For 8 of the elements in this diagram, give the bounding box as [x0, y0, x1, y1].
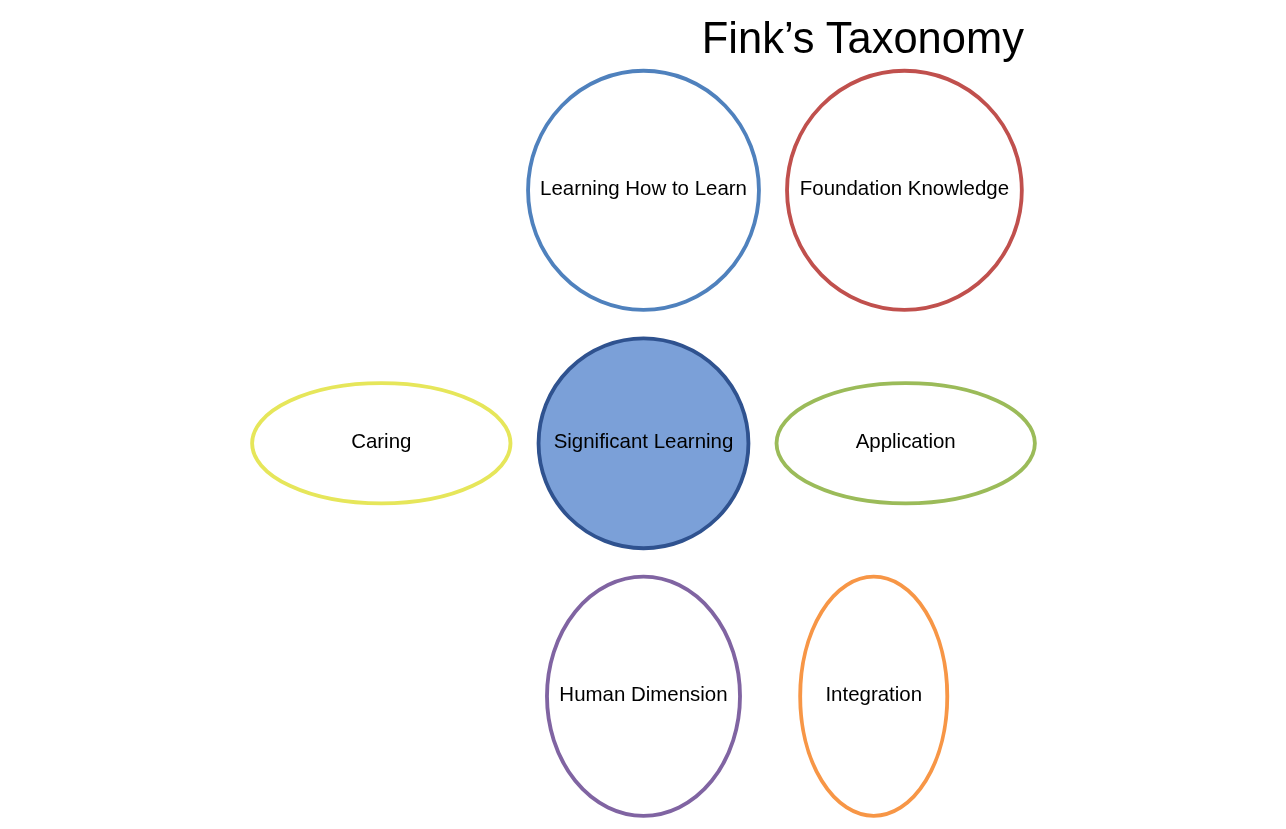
diagram-title: Fink’s Taxonomy — [701, 14, 1024, 63]
node-ellipse: Human Dimension — [544, 574, 742, 818]
node-circle: Learning How to Learn — [525, 68, 761, 312]
node-circle: Foundation Knowledge — [784, 68, 1024, 312]
node-circle: Significant Learning — [536, 336, 750, 551]
node-ellipse: Integration — [797, 574, 949, 818]
node-ellipse: Application — [774, 381, 1037, 506]
node-ellipse: Caring — [249, 381, 512, 506]
